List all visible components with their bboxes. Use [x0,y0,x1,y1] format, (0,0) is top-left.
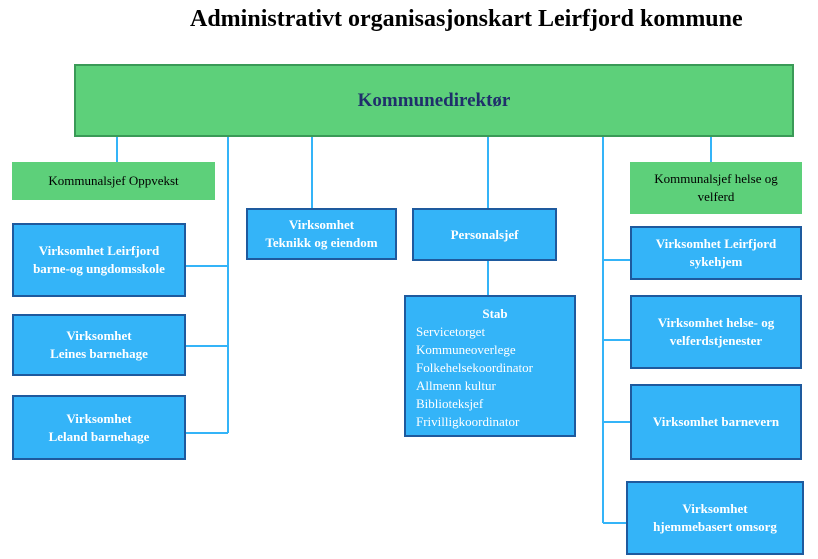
unit-leirfjord-skole: Virksomhet Leirfjord barne-og ungdomssko… [12,223,186,297]
unit-label-line: velferdstjenester [669,333,763,348]
unit-label-line: Virksomhet Leirfjord [655,236,777,252]
unit-label-line: Virksomhet barnevern [652,414,780,430]
unit-label-line: Teknikk og eiendom [265,235,378,250]
unit-label-line: Leines barnehage [50,346,148,361]
kommunedirektor-box: Kommunedirektør [74,64,794,137]
unit-barnevern: Virksomhet barnevern [630,384,802,460]
kommunalsjef-helse-box: Kommunalsjef helse og velferd [630,162,802,214]
stab-item: Servicetorget [416,324,486,339]
unit-label-line: Virksomhet [288,217,355,233]
unit-leirfjord-sykehjem: Virksomhet Leirfjord sykehjem [630,226,802,280]
unit-label-line: hjemmebasert omsorg [653,519,777,534]
kommunedirektor-label: Kommunedirektør [357,89,511,111]
unit-label-line: Virksomhet [66,410,132,426]
page-title: Administrativt organisasjonskart Leirfjo… [190,6,743,32]
kommunalsjef-helse-label-line: velferd [697,189,735,204]
stab-box: Stab Servicetorget Kommuneoverlege Folke… [404,295,576,437]
kommunalsjef-oppvekst-box: Kommunalsjef Oppvekst [12,162,215,200]
unit-label-line: Virksomhet helse- og [657,315,775,331]
unit-hjemmebasert-omsorg: Virksomhet hjemmebasert omsorg [626,481,804,555]
unit-label-line: Virksomhet Leirfjord [38,243,160,259]
unit-label-line: Leland barnehage [48,428,150,444]
unit-helse-velferd: Virksomhet helse- og velferdstjenester [630,295,802,369]
kommunalsjef-helse-label-line: Kommunalsjef helse og [654,171,778,187]
stab-heading: Stab [482,306,508,321]
unit-label-line: sykehjem [689,254,743,269]
unit-leines-barnehage: Virksomhet Leines barnehage [12,314,186,376]
unit-label-line: Virksomhet [66,328,132,344]
personalsjef-box: Personalsjef [412,208,557,261]
unit-teknikk-eiendom: Virksomhet Teknikk og eiendom [246,208,397,260]
personalsjef-label: Personalsjef [450,226,519,242]
stab-item: Folkehelsekoordinator [416,360,533,375]
stab-item: Biblioteksjef [416,396,484,411]
stab-item: Frivilligkoordinator [416,414,520,429]
stab-item: Kommuneoverlege [416,342,516,357]
unit-leland-barnehage: Virksomhet Leland barnehage [12,395,186,460]
unit-label-line: Virksomhet [682,501,748,517]
unit-label-line: barne-og ungdomsskole [33,261,165,276]
stab-item: Allmenn kultur [416,378,496,393]
kommunalsjef-oppvekst-label: Kommunalsjef Oppvekst [48,173,179,189]
